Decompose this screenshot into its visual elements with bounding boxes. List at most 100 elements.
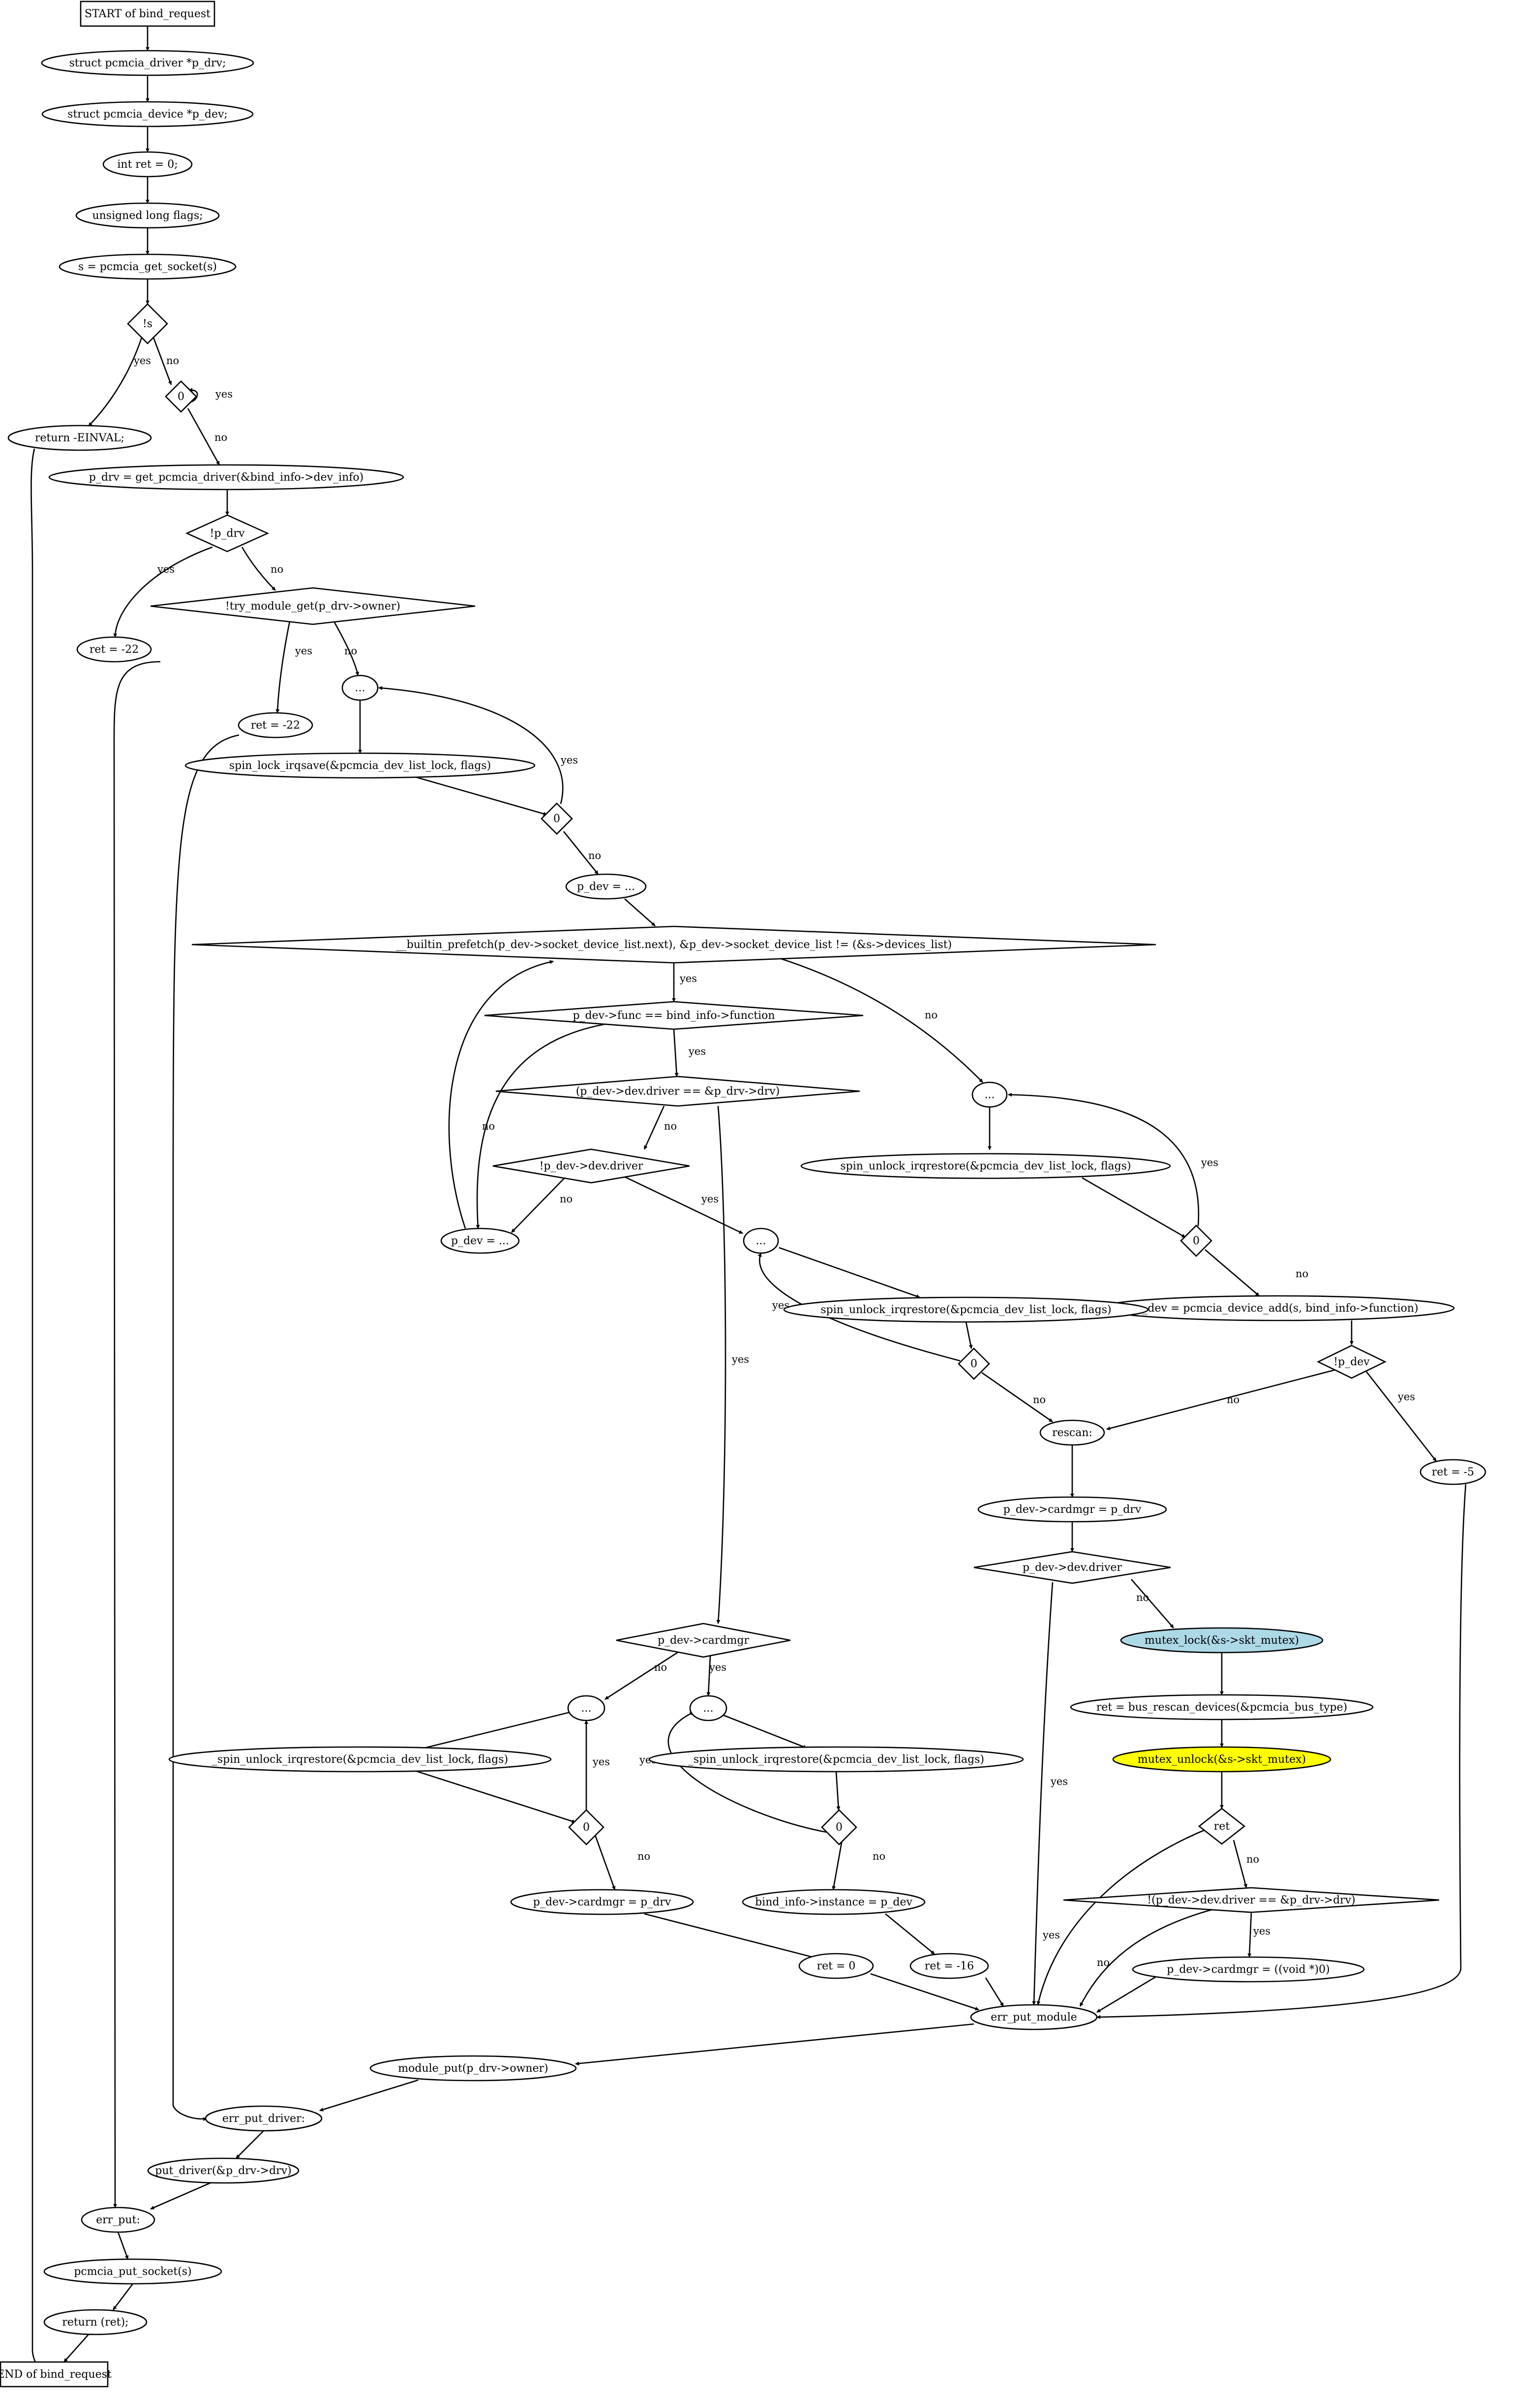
- edge-label-yes: yes: [1201, 1157, 1218, 1168]
- edge-label-no: no: [271, 563, 283, 575]
- node-label: ret = -5: [1432, 1466, 1474, 1478]
- node-label: (p_dev->dev.driver == &p_drv->drv): [576, 1085, 780, 1098]
- node-shape: [165, 380, 197, 413]
- node-shape: [958, 1348, 990, 1380]
- node-shape: [1198, 1808, 1246, 1845]
- node-label: mutex_unlock(&s->skt_mutex): [1138, 1753, 1306, 1766]
- edge-arrow: [575, 2023, 974, 2066]
- node-label: !try_module_get(p_drv->owner): [225, 600, 400, 613]
- edge-arrow: [1096, 1973, 1161, 2013]
- node-unlock4: _spin_unlock_irqrestore(&pcmcia_dev_list…: [648, 1746, 1024, 1773]
- edge-label-no: no: [1033, 1394, 1046, 1406]
- node-shape: [495, 1075, 860, 1107]
- node-shape: [1317, 1345, 1387, 1379]
- edge-arrow: [413, 775, 547, 816]
- node-epm: err_put_module: [970, 2004, 1098, 2030]
- node-munlock: mutex_unlock(&s->skt_mutex): [1112, 1746, 1331, 1773]
- edge-arrow: [644, 1913, 817, 1960]
- edge-arrow: [275, 618, 291, 713]
- edge-arrow: [604, 1650, 680, 1700]
- edge-label-no: no: [344, 645, 357, 657]
- edge-label-no: no: [214, 431, 227, 443]
- edge-arrow: [378, 686, 564, 804]
- edge-arrow: [1032, 1582, 1054, 2005]
- edge-arrow: [152, 337, 172, 385]
- edge-arrow: [594, 1835, 616, 1890]
- node-shape: [909, 1953, 989, 1979]
- node-lock1: spin_lock_irqsave(&pcmcia_dev_list_lock,…: [184, 752, 536, 779]
- edge-arrow: [117, 2232, 129, 2260]
- node-unlock3: _spin_unlock_irqrestore(&pcmcia_dev_list…: [168, 1746, 552, 1773]
- node-end: END of bind_request: [0, 2361, 112, 2388]
- node-label: END of bind_request: [0, 2368, 112, 2381]
- node-shape: [798, 1953, 874, 1979]
- node-ret5: ret = -5: [1419, 1459, 1486, 1485]
- node-label: p_drv = get_pcmcia_driver(&bind_info->de…: [89, 471, 364, 484]
- edge-arrow: [624, 1176, 743, 1234]
- node-label: s = pcmcia_get_socket(s): [78, 261, 217, 273]
- edge-label-yes: yes: [1397, 1391, 1415, 1403]
- edge-arrow: [643, 1105, 665, 1150]
- node-ret0: ret = 0: [798, 1953, 874, 1979]
- node-n1: struct pcmcia_driver *p_drv;: [41, 50, 254, 76]
- edge-label-yes: yes: [560, 754, 578, 766]
- node-shape: [800, 1153, 1171, 1179]
- edge-arrow: [1096, 1484, 1467, 2019]
- edge-arrow: [113, 546, 213, 638]
- edge-label-no: no: [166, 355, 179, 367]
- node-n3: int ret = 0;: [102, 151, 193, 178]
- node-shape: [191, 925, 1156, 964]
- node-label: ...: [581, 1702, 592, 1715]
- edge-label-yes: yes: [157, 563, 175, 575]
- node-label: p_dev->cardmgr = p_drv: [533, 1896, 671, 1908]
- edge-arrow: [779, 1247, 920, 1298]
- node-label: p_dev->cardmgr = p_drv: [1003, 1503, 1142, 1516]
- edge-arrow: [1205, 1249, 1260, 1296]
- edge-arrow: [1079, 1908, 1215, 2007]
- node-n5: s = pcmcia_get_socket(s): [59, 253, 237, 280]
- edge-arrow: [723, 1714, 807, 1749]
- edge-label-yes: yes: [1042, 1929, 1060, 1941]
- node-shape: [440, 1227, 520, 1254]
- node-shape: [1120, 1627, 1324, 1654]
- node-shape: [369, 2055, 577, 2082]
- node-label: err_put:: [96, 2214, 140, 2226]
- edge-label-no: no: [1136, 1592, 1149, 1603]
- node-label: _spin_unlock_irqrestore(&pcmcia_dev_list…: [688, 1753, 984, 1766]
- edge-label-yes: yes: [709, 1661, 726, 1673]
- node-shape: [648, 1746, 1024, 1773]
- edge-arrow: [767, 953, 983, 1083]
- node-cmvoid: p_dev->cardmgr = ((void *)0): [1132, 1956, 1365, 1983]
- node-putdrv: put_driver(&p_drv->drv): [147, 2157, 300, 2184]
- edge-arrow: [1036, 1827, 1209, 2005]
- edge-label-no: no: [1227, 1394, 1239, 1406]
- node-label: p_dev = pcmcia_device_add(s, bind_info->…: [1135, 1302, 1418, 1315]
- node-label: ret = -22: [90, 644, 139, 656]
- edge-label-no: no: [482, 1120, 495, 1132]
- node-shape: [492, 1148, 690, 1184]
- node-retret: return (ret);: [43, 2309, 148, 2335]
- node-mlock: mutex_lock(&s->skt_mutex): [1120, 1627, 1324, 1654]
- node-label: ret = 0: [817, 1960, 856, 1972]
- node-label: bind_info->instance = p_dev: [755, 1896, 912, 1908]
- node-unlock2: spin_unlock_irqrestore(&pcmcia_dev_list_…: [783, 1296, 1149, 1323]
- node-d17: 0: [568, 1809, 604, 1845]
- edge-arrow: [563, 831, 599, 875]
- node-shape: [41, 101, 254, 127]
- edge-label-no: no: [1296, 1268, 1308, 1280]
- node-cm1: p_dev->cardmgr = p_drv: [977, 1496, 1167, 1523]
- node-label: unsigned long flags;: [92, 210, 203, 222]
- edge-label-no: no: [588, 850, 601, 861]
- node-mput: module_put(p_drv->owner): [369, 2055, 577, 2082]
- node-pdev1: p_dev = ...: [565, 873, 647, 900]
- node-shape: [565, 873, 647, 900]
- node-shape: [75, 202, 220, 229]
- node-e3: ...: [971, 1081, 1008, 1108]
- node-d13: p_dev->dev.driver: [973, 1551, 1171, 1584]
- edge-label-yes: yes: [679, 973, 697, 984]
- node-shape: [185, 514, 270, 552]
- node-shape: [689, 1695, 727, 1721]
- edge-arrow: [241, 547, 276, 591]
- edge-arrow: [30, 448, 48, 2373]
- node-add: p_dev = pcmcia_device_add(s, bind_info->…: [1099, 1295, 1455, 1321]
